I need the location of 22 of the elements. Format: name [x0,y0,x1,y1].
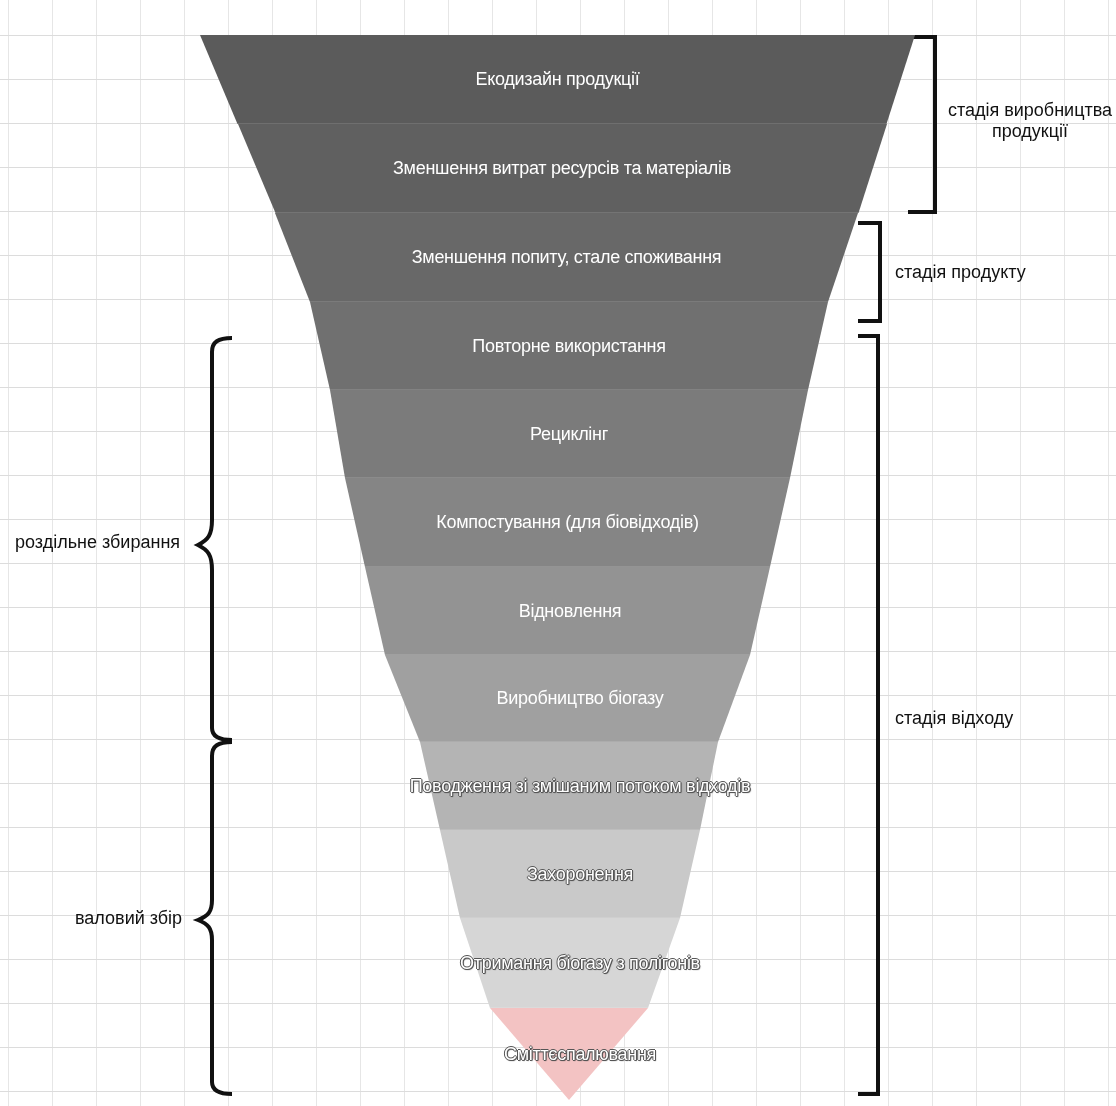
segment-label: Зменшення витрат ресурсів та матеріалів [393,158,731,179]
segment-label: Компостування (для біовідходів) [436,512,699,533]
funnel-segment [237,124,887,213]
segment-label: Захоронення [527,863,633,885]
segment-label: Сміттєспалювання [504,1043,656,1065]
stage-label: стадія продукту [895,262,1027,283]
funnel-segment [330,390,808,478]
funnel-segment [200,35,915,124]
funnel-segment [310,302,828,390]
segment-label: Рециклінг [530,423,608,445]
segment-label: Виробництво біогазу [496,688,664,709]
segment-label: Отримання біогазу з полігонів [460,952,700,974]
funnel-segment [345,478,790,567]
segment-label: Відновлення [518,600,622,622]
segment-label: Екодизайн продукції [475,69,640,90]
funnel-segment [275,213,858,302]
stage-label: роздільне збирання [15,532,182,553]
segment-label: Зменшення попиту, стале споживання [411,247,722,268]
stage-label: валовий збір [75,908,184,929]
stage-label: стадія відходу [895,708,1015,729]
stage-label: стадія виробництва продукції [946,100,1114,142]
segment-label: Повторне використання [472,335,666,357]
